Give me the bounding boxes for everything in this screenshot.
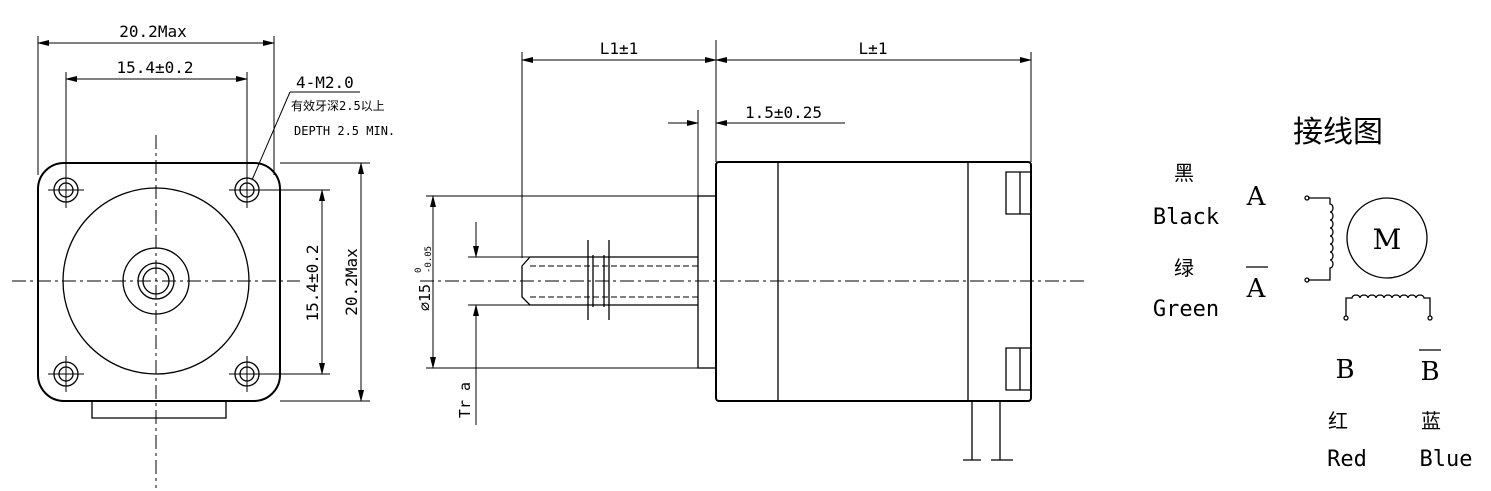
motor-symbol [1346,197,1428,279]
front-boss [697,195,717,369]
dim-boss-diameter-tol-upper: 0 [414,268,424,273]
wiring-diagram: 接线图 M A A B B 黑 Black 绿 Green 红 Red 蓝 Bl… [1153,115,1473,472]
phase-b-bar-label: B [1420,357,1439,387]
lead-wires [963,401,1013,461]
wire-red-cn: 红 [1328,409,1348,433]
wire-green-cn: 绿 [1174,256,1194,280]
hole-callout-depth-cn: 有效牙深2.5以上 [291,98,385,113]
mounting-hole [48,356,84,392]
dim-boss-length-label: 1.5±0.25 [745,103,822,122]
hole-callout-depth-en: DEPTH 2.5 MIN. [294,124,395,138]
phase-a-bar-label: A [1246,274,1267,304]
wire-black-en: Black [1153,205,1219,230]
dim-boss-diameter-tol-lower: -0.05 [424,246,434,273]
hole-callout-leader [251,91,291,181]
hole-callout-thread: 4-M2.0 [296,73,354,92]
wire-black-cn: 黑 [1174,161,1194,185]
coil-phase-a [1304,195,1334,283]
motor-flange-outline [37,162,281,402]
phase-a-label: A [1246,182,1267,212]
wire-blue-en: Blue [1420,447,1473,472]
mounting-hole [229,356,265,392]
side-view: L1±1 L±1 1.5±0.25 ⌀15 0 -0.05 Tr a [414,39,1085,461]
bottom-tab [91,401,227,419]
dim-hole-spacing-horizontal-label: 15.4±0.2 [116,58,193,77]
phase-b-label: B [1335,355,1354,385]
mounting-hole [48,172,84,208]
lead-screw-shaft [521,240,698,320]
front-view: 20.2Max 15.4±0.2 4-M2.0 有效牙深2.5以上 DEPTH … [12,22,395,488]
dim-boss-diameter-label: ⌀15 [416,284,434,311]
wire-blue-cn: 蓝 [1421,409,1441,433]
coil-phase-b [1343,294,1433,321]
wire-green-en: Green [1153,297,1219,322]
wire-red-en: Red [1327,447,1367,472]
dim-thread-label: Tr a [456,382,474,418]
wiring-title: 接线图 [1293,115,1383,150]
dim-overall-width-label: 20.2Max [119,22,187,41]
dim-body-length-label: L±1 [859,39,888,58]
dim-shaft-length-label: L1±1 [600,39,639,58]
motor-letter: M [1373,223,1402,256]
dim-hole-spacing-vertical-label: 15.4±0.2 [303,244,322,321]
dim-overall-height-label: 20.2Max [342,248,361,316]
